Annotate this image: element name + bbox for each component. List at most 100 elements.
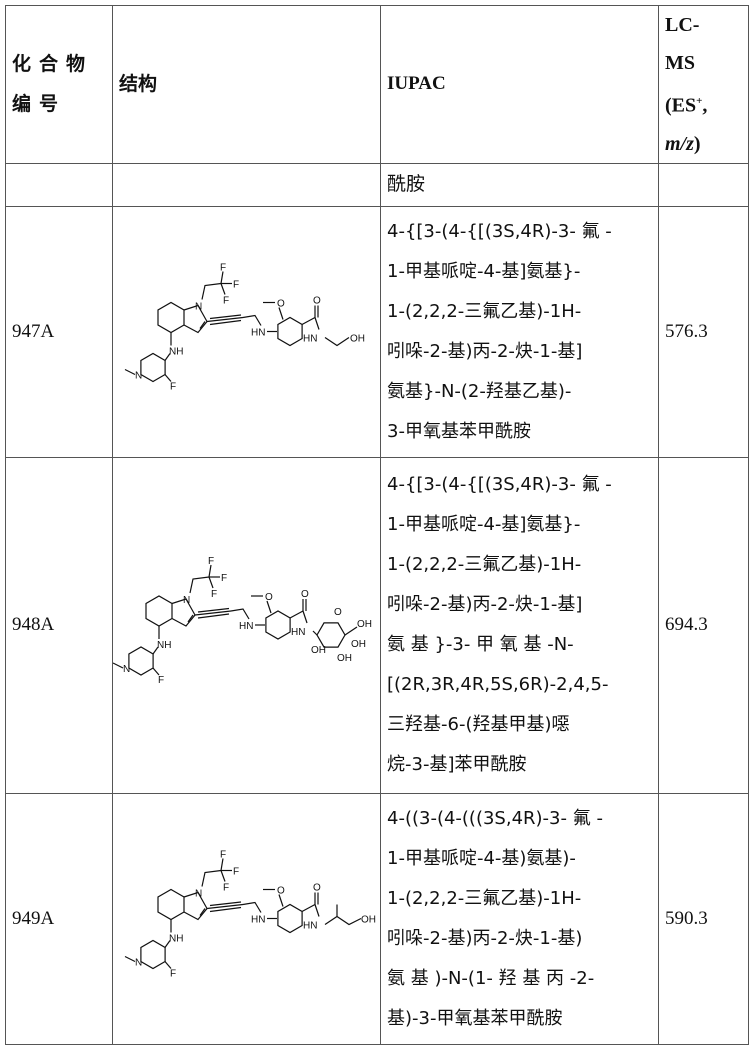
bond <box>302 904 315 911</box>
methyl-bond <box>113 663 123 668</box>
header-iupac-label: IUPAC <box>387 73 446 94</box>
atom-label: N <box>183 595 190 606</box>
iupac-line: 1-(2,2,2-三氟乙基)-1H- <box>387 879 652 919</box>
atom-label: O <box>277 298 285 309</box>
benzamide-ring <box>278 904 302 932</box>
sugar-ring <box>317 623 345 647</box>
compound-id: 949A <box>6 793 113 1044</box>
atom-label: OH <box>337 653 352 664</box>
structure-cell: NFFFHNOOHNOHNHFN <box>113 793 381 1044</box>
structure-cell: NFFFHNOOHNOHNHFN <box>113 206 381 457</box>
compound-row: 948A NFFFHNOOHNOOHOHOHOHNHFN 4-{[3-(4-{[… <box>6 457 749 793</box>
iupac-line: [(2R,3R,4R,5S,6R)-2,4,5- <box>387 665 652 705</box>
atom-label: F <box>233 866 239 877</box>
lcms-value: 694.3 <box>665 614 708 635</box>
bond <box>302 317 315 324</box>
side-chain <box>325 337 349 345</box>
atom-label: NH <box>169 346 183 357</box>
iupac-line: 4-{[3-(4-{[(3S,4R)-3- 氟 - <box>387 212 652 252</box>
iupac-line: 吲哚-2-基)丙-2-炔-1-基] <box>387 585 652 625</box>
chemical-structure: NFFFHNOOHNOHNHFN <box>113 207 379 442</box>
atom-label: F <box>158 675 164 686</box>
iupac-line: 1-(2,2,2-三氟乙基)-1H- <box>387 292 652 332</box>
header-lcms-comma: , <box>702 95 707 117</box>
continuation-id-cell <box>6 163 113 206</box>
iupac-line: 4-((3-(4-(((3S,4R)-3- 氟 - <box>387 799 652 839</box>
header-lcms-es: (ES <box>665 95 696 117</box>
compound-id: 948A <box>6 457 113 793</box>
header-lcms-line3: (ES+, <box>665 82 742 125</box>
bond <box>303 611 307 623</box>
iupac-line: 1-(2,2,2-三氟乙基)-1H- <box>387 545 652 585</box>
indole-benzene-ring <box>146 596 172 626</box>
bond <box>190 577 209 593</box>
iupac-cell: 4-{[3-(4-{[(3S,4R)-3- 氟 -1-甲基哌啶-4-基]氨基}-… <box>381 457 659 793</box>
atom-label: O <box>334 607 342 618</box>
atom-label: OH <box>350 333 365 344</box>
atom-label: N <box>195 888 202 899</box>
iupac-line: 4-{[3-(4-{[(3S,4R)-3- 氟 - <box>387 465 652 505</box>
atom-label: O <box>313 882 321 893</box>
bond <box>202 870 221 886</box>
iupac-line: 烷-3-基]苯甲酰胺 <box>387 745 652 785</box>
bond <box>231 609 249 619</box>
lcms-value: 576.3 <box>665 321 708 342</box>
lcms-cell: 590.3 <box>659 793 749 1044</box>
compound-id-text: 949A <box>12 908 54 929</box>
iupac-cell: 4-{[3-(4-{[(3S,4R)-3- 氟 -1-甲基哌啶-4-基]氨基}-… <box>381 206 659 457</box>
iupac-line: 吲哚-2-基)丙-2-炔-1-基] <box>387 332 652 372</box>
side-chain <box>325 916 361 924</box>
atom-label: NH <box>169 933 183 944</box>
bond <box>165 374 171 381</box>
atom-label: F <box>211 589 217 600</box>
atom-label: HN <box>239 621 253 632</box>
atom-label: OH <box>311 645 326 656</box>
piperidine-ring <box>141 940 165 968</box>
atom-label: OH <box>361 914 376 925</box>
atom-label: F <box>170 968 176 979</box>
atom-label: HN <box>303 333 317 344</box>
atom-label: OH <box>351 639 366 650</box>
bond <box>243 902 261 912</box>
header-lcms-paren: ) <box>694 133 701 155</box>
continuation-row: 酰胺 <box>6 163 749 206</box>
bond <box>202 283 221 299</box>
piperidine-ring <box>141 353 165 381</box>
header-structure: 结构 <box>113 6 381 164</box>
atom-label: NH <box>157 640 171 651</box>
iupac-line: 1-甲基哌啶-4-基)氨基)- <box>387 839 652 879</box>
bond <box>221 283 225 294</box>
structure-cell: NFFFHNOOHNOOHOHOHOHNHFN <box>113 457 381 793</box>
header-lcms-mz: m/z <box>665 133 694 155</box>
chemical-structure: NFFFHNOOHNOOHOHOHOHNHFN <box>113 458 379 778</box>
header-lcms: LC- MS (ES+, m/z) <box>659 6 749 164</box>
atom-label: OH <box>357 619 372 630</box>
compound-id-text: 948A <box>12 614 54 635</box>
atom-label: F <box>170 381 176 392</box>
atom-label: O <box>301 589 309 600</box>
bond <box>165 961 171 968</box>
methyl-bond <box>125 956 135 961</box>
iupac-line: 三羟基-6-(羟基甲基)噁 <box>387 705 652 745</box>
atom-label: F <box>220 262 226 273</box>
atom-label: N <box>195 301 202 312</box>
piperidine-ring <box>129 647 153 675</box>
header-iupac: IUPAC <box>381 6 659 164</box>
atom-label: F <box>223 882 229 893</box>
lcms-cell: 576.3 <box>659 206 749 457</box>
atom-label: HN <box>251 914 265 925</box>
benzamide-ring <box>278 317 302 345</box>
atom-label: F <box>208 556 214 567</box>
bond <box>153 668 159 675</box>
indole-benzene-ring <box>158 889 184 919</box>
atom-label: O <box>277 885 285 896</box>
continuation-lcms-cell <box>659 163 749 206</box>
methyl-bond <box>125 369 135 374</box>
header-row: 化合物 编号 结构 IUPAC LC- MS (ES+, m/z) <box>6 6 749 164</box>
iupac-line: 氨基}-N-(2-羟基乙基)- <box>387 372 652 412</box>
atom-label: F <box>220 849 226 860</box>
atom-label: HN <box>291 627 305 638</box>
indole-benzene-ring <box>158 302 184 332</box>
bond <box>315 904 319 916</box>
iupac-line: 氨 基 )-N-(1- 羟 基 丙 -2- <box>387 959 652 999</box>
